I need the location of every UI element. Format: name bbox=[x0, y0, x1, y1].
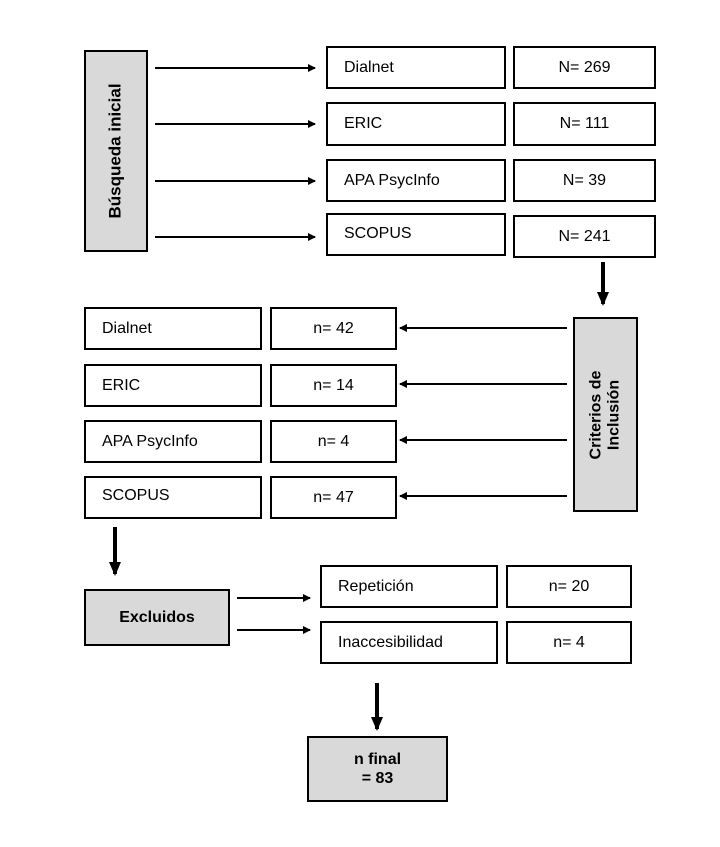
db-box: Dialnet bbox=[326, 46, 506, 89]
reason-box: Inaccesibilidad bbox=[320, 621, 498, 664]
final-count-box: n final= 83 bbox=[307, 736, 448, 802]
count-box: n= 20 bbox=[506, 565, 632, 608]
count-box: n= 4 bbox=[506, 621, 632, 664]
count-box: N= 269 bbox=[513, 46, 656, 89]
count-box: n= 42 bbox=[270, 307, 397, 350]
count-box: N= 39 bbox=[513, 159, 656, 202]
excluded-box: Excluidos bbox=[84, 589, 230, 646]
reason-box: Repetición bbox=[320, 565, 498, 608]
db-box: ERIC bbox=[326, 102, 506, 146]
db-box: Dialnet bbox=[84, 307, 262, 350]
count-box: N= 111 bbox=[513, 102, 656, 146]
count-box: n= 4 bbox=[270, 420, 397, 463]
count-box: n= 14 bbox=[270, 364, 397, 407]
count-box: N= 241 bbox=[513, 215, 656, 258]
initial-search-label: Búsqueda inicial bbox=[106, 83, 125, 219]
count-box: n= 47 bbox=[270, 476, 397, 519]
db-box: APA PsycInfo bbox=[84, 420, 262, 463]
db-box: SCOPUS bbox=[84, 476, 262, 519]
db-box: APA PsycInfo bbox=[326, 159, 506, 202]
db-box: ERIC bbox=[84, 364, 262, 407]
initial-search-box: Búsqueda inicial bbox=[84, 50, 148, 252]
db-box: SCOPUS bbox=[326, 213, 506, 256]
